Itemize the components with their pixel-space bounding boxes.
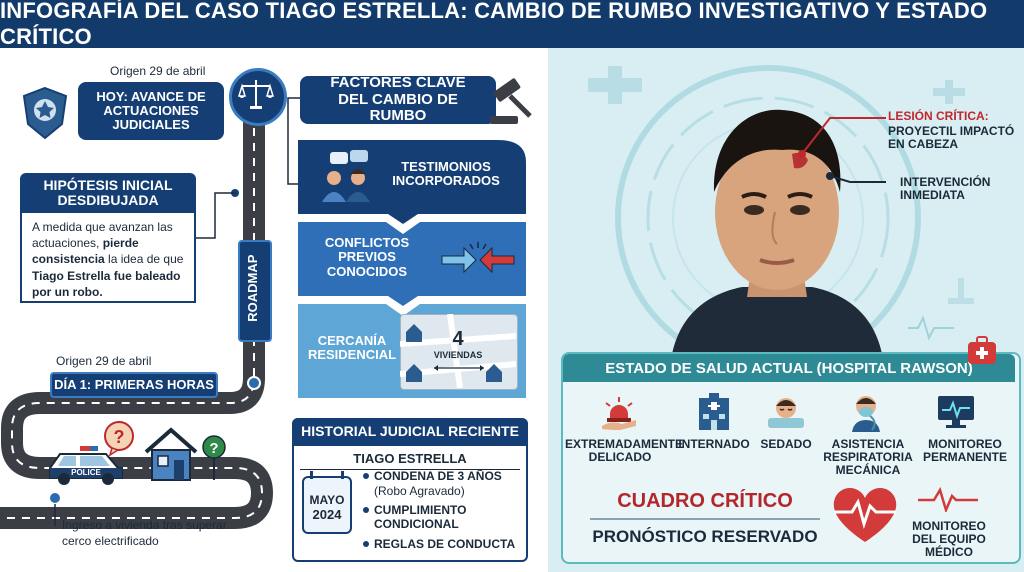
calendar-month: MAYO <box>309 493 345 507</box>
ingreso-vivienda-label: Ingreso a vivienda tras superar cerco el… <box>62 518 227 548</box>
conflict-arrows-icon <box>441 242 515 274</box>
heart-ekg-icon <box>833 487 897 542</box>
status-extremadamente-delicado: EXTREMADAMENTE DELICADO <box>565 437 684 465</box>
page-title: INFOGRAFÍA DEL CASO TIAGO ESTRELLA: CAMB… <box>0 0 1024 49</box>
question-mark-icon: ? <box>104 421 134 456</box>
calendar-year: 2024 <box>312 507 342 522</box>
hipotesis-title: HIPÓTESIS INICIAL DESDIBUJADA <box>20 173 196 213</box>
hipotesis-bold-2: Tiago Estrella fue baleado por un robo. <box>32 268 181 299</box>
estado-salud-panel <box>561 352 1021 564</box>
condena-label: CONDENA DE 3 AÑOS <box>374 469 502 483</box>
hipotesis-text-1: A medida que avanzan las actuaciones, <box>32 220 173 251</box>
viviendas-number: 4 <box>452 328 464 350</box>
bullet-3 <box>363 541 369 547</box>
status-monitoreo-permanente: MONITOREO PERMANENTE <box>922 437 1007 465</box>
cumplimiento-label: CUMPLIMIENTO CONDICIONAL <box>374 503 467 532</box>
origin-top-label: Origen 29 de abril <box>110 64 206 78</box>
scale-icon <box>238 80 274 109</box>
hipotesis-body: A medida que avanzan las actuaciones, pi… <box>20 213 196 303</box>
historial-name-underline <box>300 469 520 470</box>
witnesses-icon <box>322 150 370 202</box>
hipotesis-bold-1: pierde consistencia <box>32 236 139 267</box>
roadmap-label: ROADMAP <box>244 254 260 322</box>
first-aid-kit-icon <box>968 336 996 364</box>
cercania-label: CERCANÍA RESIDENCIAL <box>307 333 397 363</box>
cuadro-divider <box>590 518 820 520</box>
lesion-critica-body: PROYECTIL IMPACTÓ EN CABEZA <box>888 124 1015 152</box>
origin-bottom-label: Origen 29 de abril <box>56 354 152 368</box>
conflictos-label: CONFLICTOS PREVIOS CONOCIDOS <box>324 235 410 279</box>
historial-name: TIAGO ESTRELLA <box>353 451 467 466</box>
map-viviendas-graphic <box>400 314 516 388</box>
hipotesis-text-2: la idea de que <box>104 252 184 267</box>
lesion-pointer-lines <box>798 117 886 183</box>
gavel-icon <box>490 78 532 124</box>
monitoreo-equipo-medico: MONITOREO DEL EQUIPO MÉDICO <box>912 519 986 560</box>
intervencion-label: INTERVENCIÓN INMEDIATA <box>900 175 991 203</box>
patient-portrait <box>672 109 882 354</box>
police-car-icon <box>49 446 123 485</box>
question-pin-icon: ? <box>202 435 226 480</box>
status-internado: INTERNADO <box>678 437 750 451</box>
svg-text:?: ? <box>209 440 218 457</box>
condena-sub: (Robo Agravado) <box>374 484 465 498</box>
factors-connector <box>287 97 300 185</box>
estado-salud-header <box>563 354 1015 382</box>
cuadro-critico-label: CUADRO CRÍTICO <box>617 490 793 512</box>
hospital-building-icon <box>699 393 729 430</box>
justice-scale-badge <box>229 68 287 126</box>
estado-salud-title: ESTADO DE SALUD ACTUAL (HOSPITAL RAWSON) <box>605 360 973 377</box>
factores-clave-title: FACTORES CLAVE DEL CAMBIO DE RUMBO <box>300 75 496 124</box>
bullet-1 <box>363 473 369 479</box>
monitor-icon <box>938 396 974 428</box>
status-asistencia-respiratoria: ASISTENCIA RESPIRATORIA MECÁNICA <box>823 437 913 478</box>
roadmap-label-box <box>238 240 272 342</box>
pronostico-reservado-label: PRONÓSTICO RESERVADO <box>592 527 818 546</box>
calendar-rings <box>310 471 344 479</box>
hoy-avance-label: HOY: AVANCE DE ACTUACIONES JUDICIALES <box>78 82 224 140</box>
testimonios-label: TESTIMONIOS INCORPORADOS <box>392 159 500 189</box>
roadmap-road <box>0 98 274 529</box>
sedated-patient-icon <box>768 398 804 428</box>
ekg-line-icon <box>918 486 978 512</box>
status-sedado: SEDADO <box>760 437 812 451</box>
police-badge-icon <box>22 86 68 140</box>
viviendas-label: VIVIENDAS <box>433 350 483 360</box>
police-car-text: POLICE <box>71 468 101 477</box>
historial-title: HISTORIAL JUDICIAL RECIENTE <box>292 418 528 446</box>
calendar-icon <box>302 476 352 534</box>
reglas-label: REGLAS DE CONDUCTA <box>374 537 516 551</box>
bullet-2 <box>363 507 369 513</box>
house-icon <box>144 427 198 481</box>
svg-text:?: ? <box>114 427 125 447</box>
dia1-label: DÍA 1: PRIMERAS HORAS <box>50 372 218 398</box>
ventilator-mask-icon <box>852 396 880 432</box>
alarm-hand-icon <box>602 397 636 430</box>
lesion-critica-title: LESIÓN CRÍTICA: <box>888 109 989 123</box>
